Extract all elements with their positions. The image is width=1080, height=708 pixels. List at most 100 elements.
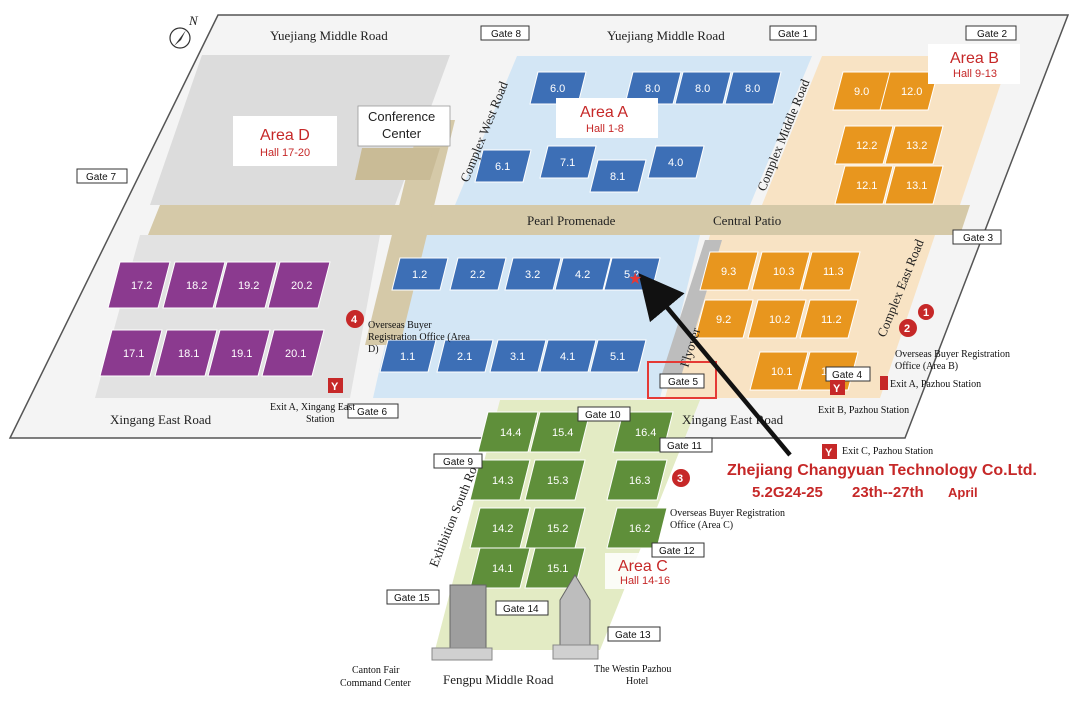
svg-text:Gate 10: Gate 10 bbox=[585, 410, 621, 421]
booth-company: Zhejiang Changyuan Technology Co.Ltd. bbox=[727, 462, 1037, 479]
compass-icon bbox=[169, 27, 191, 49]
hall-label: 12.0 bbox=[901, 86, 922, 98]
hall-17-1: 17.1 bbox=[99, 329, 163, 377]
svg-text:Gate 4: Gate 4 bbox=[832, 370, 862, 381]
hall-label: 10.2 bbox=[769, 314, 790, 326]
hall-label: 14.1 bbox=[492, 563, 513, 575]
gate-8: Gate 8 bbox=[480, 25, 530, 41]
compass-label: N bbox=[188, 13, 199, 28]
booth-star-icon: ★ bbox=[628, 271, 642, 288]
metro-exit-a-xingang: Y bbox=[328, 378, 343, 393]
hall-label: 3.1 bbox=[510, 351, 525, 363]
svg-text:Area C: Area C bbox=[618, 558, 668, 575]
hall-3-1: 3.1 bbox=[489, 339, 547, 373]
svg-text:Conference: Conference bbox=[368, 109, 435, 124]
hall-label: 5.2 bbox=[624, 269, 639, 281]
metro-icon bbox=[880, 376, 888, 390]
hall-16-3: 16.3 bbox=[606, 459, 668, 501]
metro-icon bbox=[822, 444, 837, 459]
hall-label: 13.2 bbox=[906, 140, 927, 152]
pearl-promenade-strip bbox=[148, 205, 970, 235]
hall-label: 13.1 bbox=[906, 180, 927, 192]
registration-area-d-line1: Overseas Buyer bbox=[368, 320, 432, 331]
hall-label: 8.0 bbox=[695, 83, 710, 95]
hall-label: 2.1 bbox=[457, 351, 472, 363]
hall-label: 18.1 bbox=[178, 348, 199, 360]
hall-label: 15.1 bbox=[547, 563, 568, 575]
road-central-patio: Central Patio bbox=[713, 213, 781, 228]
hall-label: 11.3 bbox=[823, 266, 844, 278]
hall-9-2: 9.2 bbox=[694, 299, 754, 339]
booth-month: April bbox=[948, 485, 978, 500]
hall-15-2: 15.2 bbox=[524, 507, 586, 549]
gate-14: Gate 14 bbox=[495, 600, 549, 616]
hall-label: 8.1 bbox=[610, 171, 625, 183]
area-a-label: Area A Hall 1-8 bbox=[556, 98, 658, 138]
hall-14-2: 14.2 bbox=[469, 507, 531, 549]
hall-label: 7.1 bbox=[560, 157, 575, 169]
hall-7-1: 7.1 bbox=[539, 145, 597, 179]
hall-12-1: 12.1 bbox=[834, 165, 894, 205]
svg-text:Hall 17-20: Hall 17-20 bbox=[260, 147, 310, 159]
svg-text:Gate 2: Gate 2 bbox=[977, 29, 1007, 40]
gate-12: Gate 12 bbox=[651, 542, 705, 558]
command-center-line1: Canton Fair bbox=[352, 665, 400, 676]
hall-8-0: 8.0 bbox=[674, 71, 732, 105]
svg-text:Gate 3: Gate 3 bbox=[963, 233, 993, 244]
hall-label: 3.2 bbox=[525, 269, 540, 281]
westin-hotel-building bbox=[552, 574, 599, 660]
gate-13: Gate 13 bbox=[607, 626, 661, 642]
gate-10: Gate 10 bbox=[577, 406, 631, 422]
svg-text:Y: Y bbox=[825, 447, 833, 459]
hall-label: 14.4 bbox=[500, 427, 521, 439]
hall-label: 16.4 bbox=[635, 427, 656, 439]
hall-14-4: 14.4 bbox=[477, 411, 539, 453]
hall-9-3: 9.3 bbox=[699, 251, 759, 291]
gate-3: Gate 3 bbox=[952, 229, 1002, 245]
svg-text:4: 4 bbox=[351, 314, 358, 326]
svg-text:3: 3 bbox=[677, 473, 683, 485]
registration-marker-1: 1 bbox=[918, 304, 934, 320]
hall-15-1: 15.1 bbox=[524, 547, 586, 589]
svg-text:Gate 5: Gate 5 bbox=[668, 377, 698, 388]
booth-pointer-arrow bbox=[638, 273, 792, 457]
hall-label: 4.1 bbox=[560, 351, 575, 363]
area-c-label: Area C Hall 14-16 bbox=[605, 553, 683, 589]
north-compass: N bbox=[169, 13, 199, 49]
registration-area-d-line2: Registration Office (Area bbox=[368, 332, 471, 343]
svg-text:Area B: Area B bbox=[950, 50, 999, 67]
hall-4-0: 4.0 bbox=[647, 145, 705, 179]
registration-area-c-line2: Office (Area C) bbox=[670, 520, 733, 531]
hall-15-3: 15.3 bbox=[524, 459, 586, 501]
hall-label: 6.0 bbox=[550, 83, 565, 95]
hall-label: 14.2 bbox=[492, 523, 513, 535]
hall-18-2: 18.2 bbox=[162, 261, 226, 309]
gate-1: Gate 1 bbox=[769, 25, 817, 41]
exit-a-xingang-line1: Exit A, Xingang East bbox=[270, 402, 355, 413]
hall-label: 1.1 bbox=[400, 351, 415, 363]
hall-14-1: 14.1 bbox=[469, 547, 531, 589]
hall-14-3: 14.3 bbox=[469, 459, 531, 501]
hall-label: 15.2 bbox=[547, 523, 568, 535]
hall-6-0: 6.0 bbox=[529, 71, 587, 105]
hall-label: 14.3 bbox=[492, 475, 513, 487]
svg-text:Gate 13: Gate 13 bbox=[615, 630, 651, 641]
exit-a-pazhou-label: Exit A, Pazhou Station bbox=[890, 379, 981, 390]
svg-text:Gate 1: Gate 1 bbox=[778, 29, 808, 40]
hall-3-2: 3.2 bbox=[504, 257, 562, 291]
hall-label: 10.3 bbox=[773, 266, 794, 278]
metro-icon bbox=[328, 378, 343, 393]
hall-4-1: 4.1 bbox=[539, 339, 597, 373]
conference-block bbox=[355, 148, 440, 180]
registration-area-c-line1: Overseas Buyer Registration bbox=[670, 508, 785, 519]
hall-16-4: 16.4 bbox=[612, 411, 674, 453]
hall-label: 20.1 bbox=[285, 348, 306, 360]
hall-12-2: 12.2 bbox=[834, 125, 894, 165]
hall-label: 11.2 bbox=[821, 314, 842, 326]
road-yuejiang-right: Yuejiang Middle Road bbox=[607, 28, 725, 43]
gate-2: Gate 2 bbox=[965, 25, 1017, 41]
hall-label: 19.2 bbox=[238, 280, 259, 292]
hall-19-1: 19.1 bbox=[207, 329, 271, 377]
